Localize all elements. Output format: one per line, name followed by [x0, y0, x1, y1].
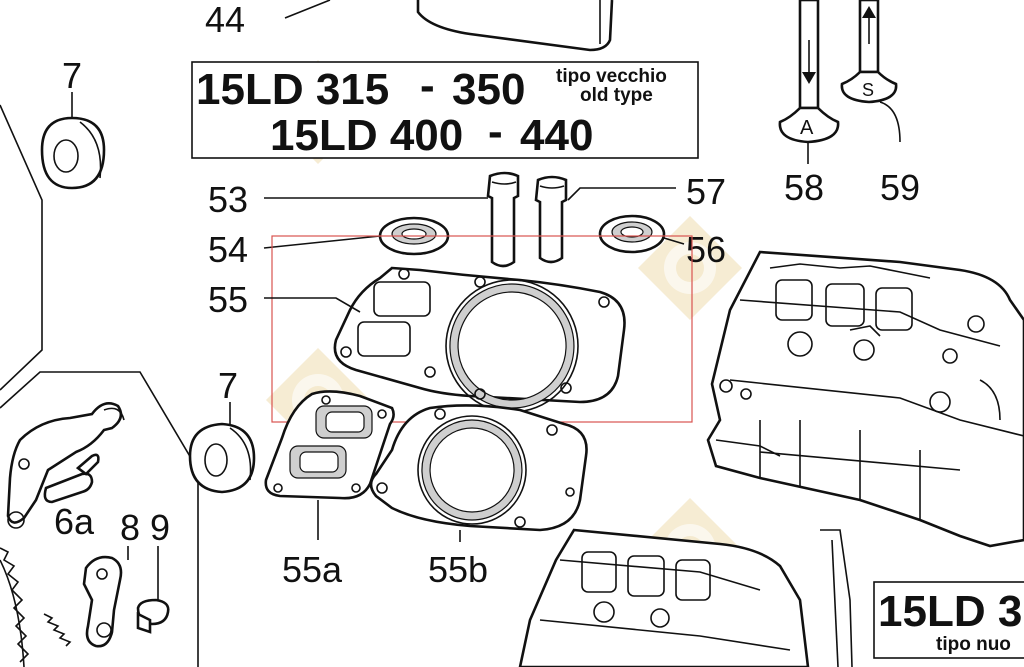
valve-letter-s: S — [862, 80, 874, 100]
part-53-valve-guide: 53 — [208, 171, 520, 268]
label-55a: 55a — [282, 549, 343, 590]
part-8-rocker-arm: 8 — [82, 507, 140, 648]
part-55-head-gasket: 55 — [208, 266, 626, 413]
model-box-old-type: 15LD 315 - 350 tipo vecchio old type 15L… — [191, 61, 699, 160]
old-model-line1-end: 350 — [452, 65, 525, 114]
label-59: 59 — [880, 167, 920, 208]
part-55b-head-gasket: 55b — [369, 404, 588, 590]
label-8: 8 — [120, 507, 140, 548]
cylinder-head-old-type — [706, 250, 1024, 548]
cylinder-head-new-type — [518, 528, 853, 667]
old-model-line2-end: 440 — [520, 111, 593, 160]
spring-part — [43, 613, 72, 647]
label-53: 53 — [208, 179, 248, 220]
model-box-new-type: 15LD 3 tipo nuo — [873, 581, 1024, 659]
left-frame-lines — [0, 104, 199, 667]
new-type-note-it: tipo nuo — [936, 634, 1011, 655]
old-model-line2-dash: - — [488, 107, 503, 156]
part-56-valve-seal: 56 — [598, 214, 726, 270]
part-54-valve-seal: 54 — [208, 216, 450, 270]
label-54: 54 — [208, 229, 248, 270]
label-55: 55 — [208, 279, 248, 320]
part-59-exhaust-valve: S 59 — [840, 0, 920, 208]
watermark-logo-icon — [638, 216, 742, 320]
part-6a-lever-assembly: 6a — [6, 402, 125, 542]
label-57: 57 — [686, 171, 726, 212]
label-7-middle: 7 — [218, 365, 238, 406]
part-55a-manifold-gasket: 55a — [264, 390, 395, 590]
valve-letter-a: A — [800, 117, 814, 139]
label-58: 58 — [784, 167, 824, 208]
old-model-line2: 15LD 400 — [270, 111, 463, 160]
part-57-valve-guide: 57 — [534, 171, 726, 264]
label-6a: 6a — [54, 501, 95, 542]
flywheel-teeth-edge — [0, 547, 30, 667]
old-type-note-it: tipo vecchio — [556, 66, 667, 87]
new-model-label: 15LD 3 — [878, 587, 1022, 636]
label-9: 9 — [150, 507, 170, 548]
part-44-valve-cover: 44 — [205, 0, 614, 52]
part-58-intake-valve: A 58 — [778, 0, 840, 208]
part-7-top-seal: 7 — [40, 55, 106, 190]
old-type-note-en: old type — [580, 85, 653, 106]
part-7-middle-seal: 7 — [188, 365, 256, 494]
label-55b: 55b — [428, 549, 488, 590]
part-9-bolt: 9 — [136, 507, 170, 634]
label-44: 44 — [205, 0, 245, 40]
old-model-line1: 15LD 315 — [196, 65, 389, 114]
label-56: 56 — [686, 229, 726, 270]
old-model-line1-dash: - — [420, 61, 435, 110]
label-7-top: 7 — [62, 55, 82, 96]
